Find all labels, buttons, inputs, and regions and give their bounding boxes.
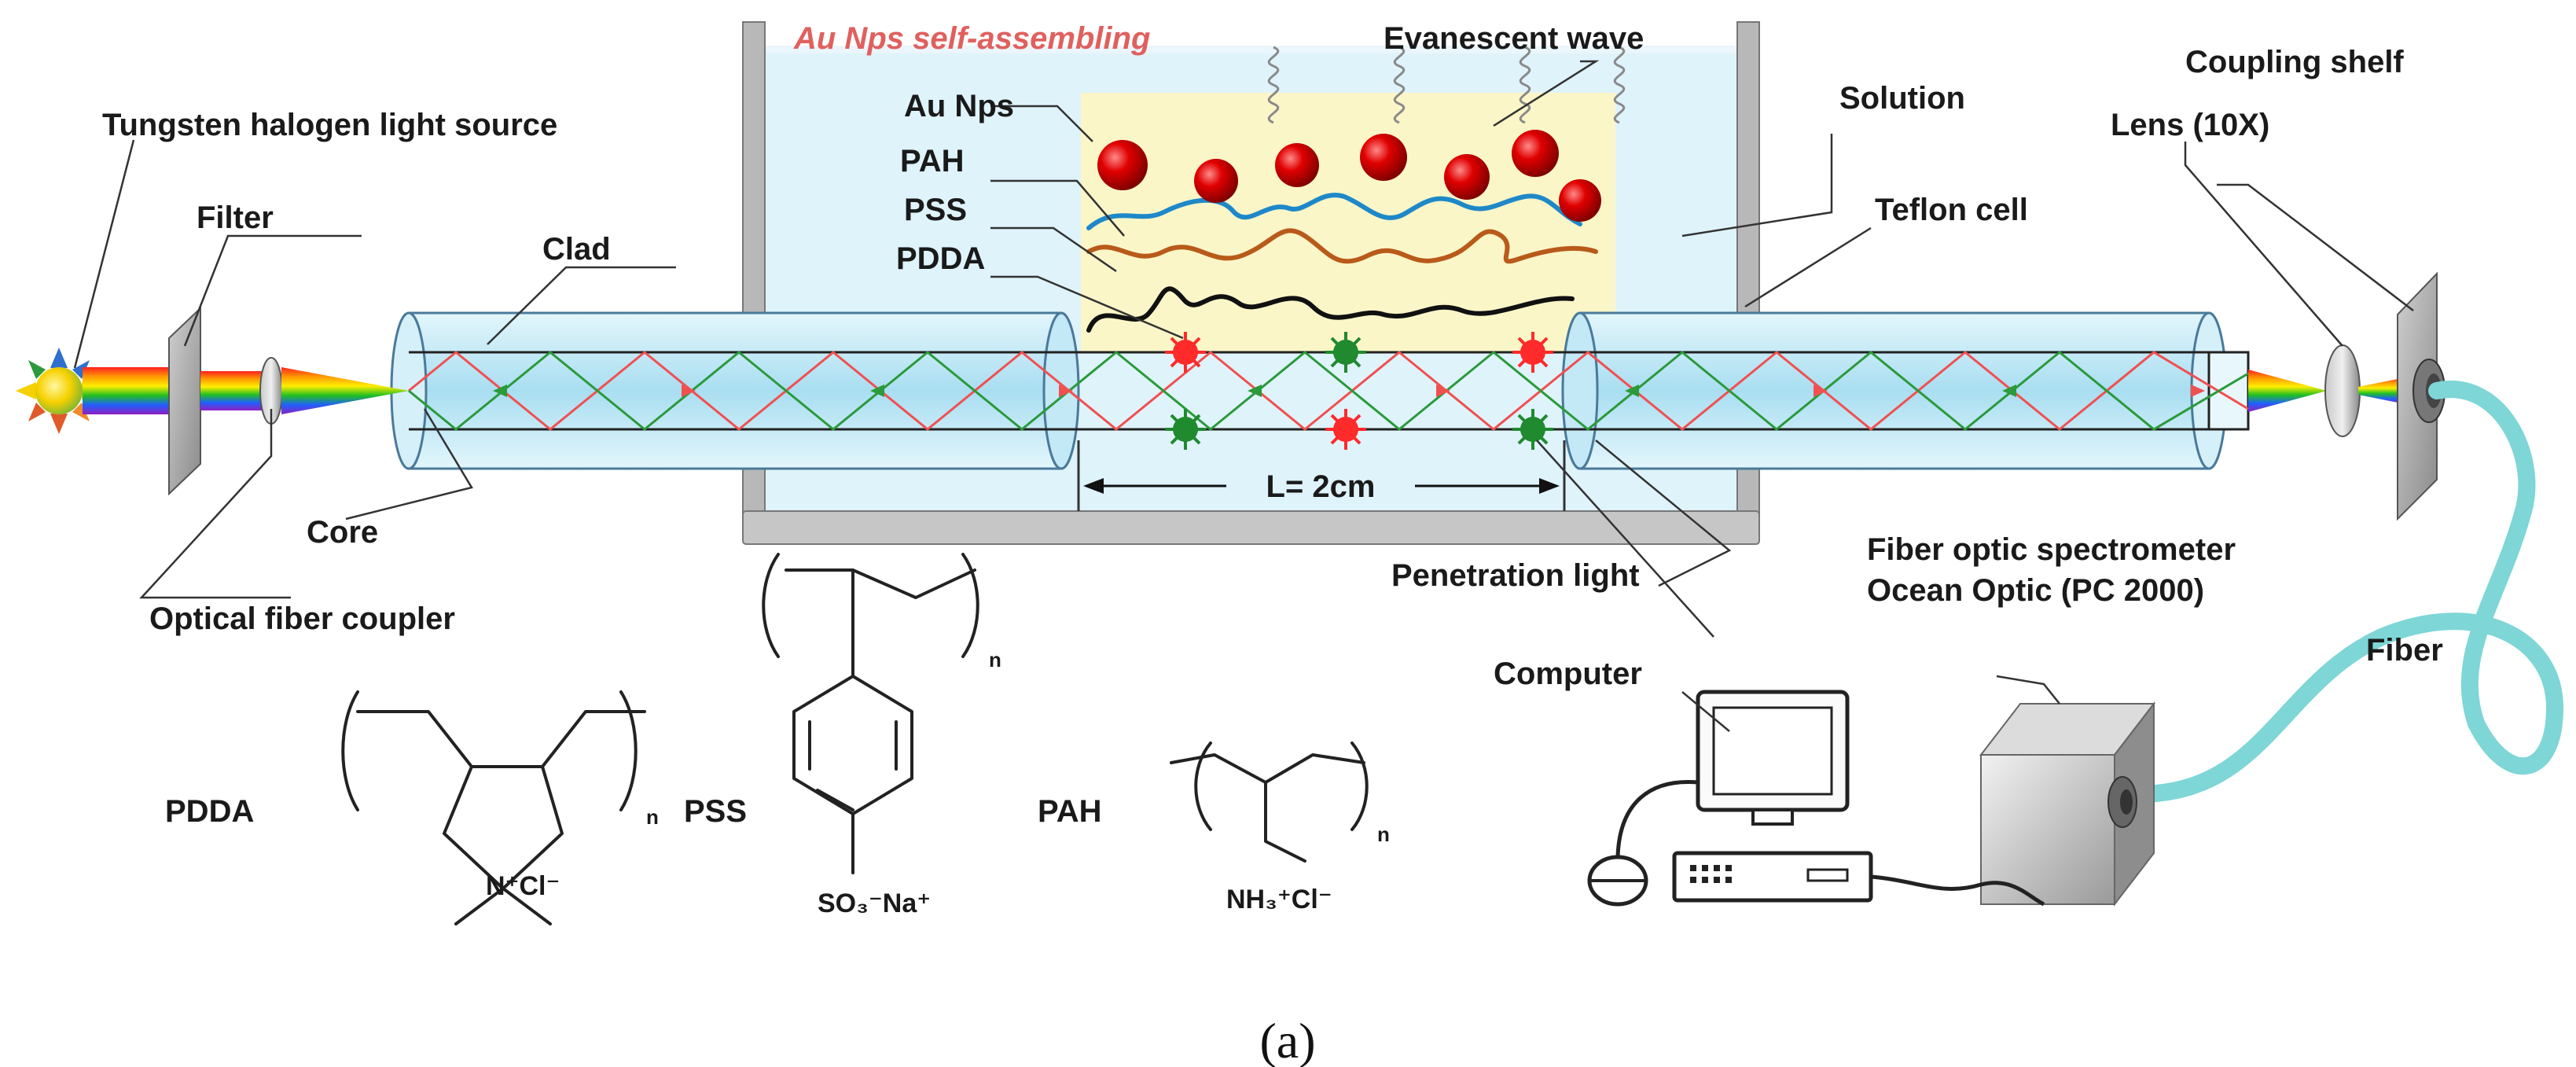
label-lens: Lens (10X) (2111, 108, 2269, 142)
pss-structure: PSS SO₃⁻Na⁺ n (684, 553, 1001, 918)
au-nanoparticles (1097, 130, 1601, 222)
pdda-n: n (646, 805, 659, 829)
label-spectrometer-2: Ocean Optic (PC 2000) (1867, 573, 2204, 608)
figure-caption: (a) (1259, 1013, 1315, 1067)
leader-lines (73, 60, 2414, 732)
label-evanescent: Evanescent wave (1384, 21, 1644, 56)
pss-name: PSS (684, 794, 747, 829)
pss-n: n (989, 648, 1001, 671)
pah-n: n (1377, 822, 1390, 846)
computer-icon (1696, 690, 1850, 826)
label-coupling-shelf: Coupling shelf (2185, 45, 2404, 79)
length-label: L= 2cm (1266, 469, 1376, 504)
keyboard-icon (1672, 851, 1873, 903)
pss-ion: SO₃⁻Na⁺ (818, 889, 931, 918)
label-clad: Clad (542, 232, 611, 267)
spectrometer-cable (1870, 874, 2045, 907)
label-coupler: Optical fiber coupler (149, 602, 455, 636)
pdda-structure: PDDA N⁺Cl⁻ n (165, 690, 659, 925)
light-beam-in (83, 367, 177, 414)
light-rays (408, 351, 2249, 431)
pah-ion: NH₃⁺Cl⁻ (1226, 885, 1332, 914)
label-solution: Solution (1839, 81, 1965, 116)
label-pah: PAH (900, 144, 964, 178)
pah-structure: PAH NH₃⁺Cl⁻ n (1038, 741, 1390, 914)
label-pdda: PDDA (896, 241, 985, 276)
label-teflon: Teflon cell (1875, 193, 2028, 227)
label-assembly-title: Au Nps self-assembling (793, 21, 1150, 56)
label-tungsten: Tungsten halogen light source (102, 108, 557, 142)
pss-chain (1086, 228, 1598, 264)
light-cone-in (281, 367, 409, 414)
label-penetration: Penetration light (1391, 558, 1640, 593)
spectrometer-icon (1979, 701, 2156, 907)
pah-name: PAH (1038, 794, 1101, 829)
label-spectrometer-1: Fiber optic spectrometer (1867, 532, 2236, 567)
filter-icon (168, 306, 201, 496)
evanescent-wave-springs (1267, 46, 1626, 124)
mouse-icon (1587, 855, 1648, 907)
pah-chain (1086, 193, 1582, 230)
label-filter: Filter (197, 201, 274, 235)
output-lens-icon (2324, 344, 2361, 437)
fiber-right-clad (1561, 311, 2228, 470)
pdda-name: PDDA (165, 794, 254, 829)
label-au-nps: Au Nps (904, 89, 1014, 123)
light-cone-out (2248, 370, 2327, 412)
label-pss: PSS (904, 193, 967, 227)
label-computer: Computer (1494, 657, 1642, 691)
label-core: Core (307, 515, 378, 550)
mouse-cable (1615, 779, 1699, 858)
cell-base (742, 510, 1760, 545)
light-source-icon (16, 348, 102, 434)
label-fiber: Fiber (2366, 633, 2443, 668)
pdda-ion: N⁺Cl⁻ (486, 871, 560, 901)
pdda-chain (1086, 286, 1575, 333)
evanescent-spots (1165, 332, 1553, 450)
light-beam-filtered (200, 371, 263, 410)
length-marker: L= 2cm (1077, 440, 1566, 511)
